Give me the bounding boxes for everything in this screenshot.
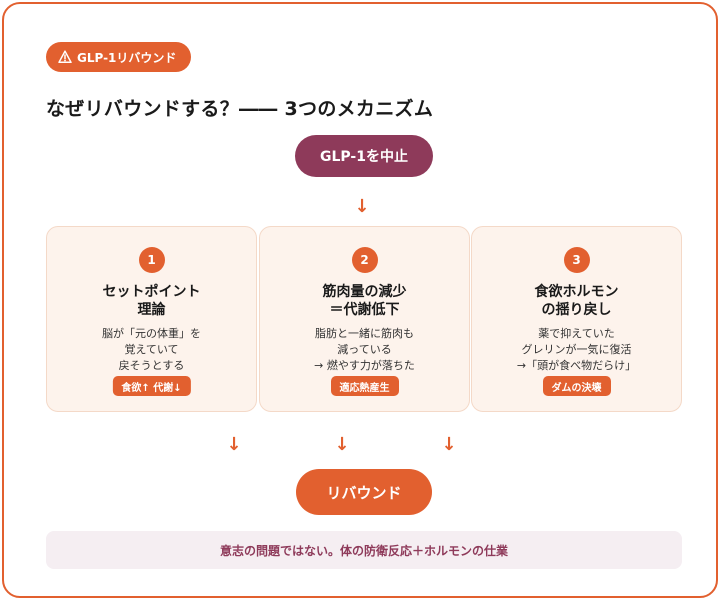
mechanism-title: 食欲ホルモン の揺り戻し <box>534 284 619 318</box>
mechanism-title: セットポイント 理論 <box>102 284 201 318</box>
mechanism-badge: ダムの決壊 <box>542 376 611 396</box>
mechanism-card-1: 1 セットポイント 理論 脳が「元の体重」を 覚えていて 戻そうとする 食欲↑ … <box>46 226 257 412</box>
step-number: 3 <box>563 247 590 273</box>
mechanism-badge: 食欲↑ 代謝↓ <box>112 376 191 396</box>
step-number: 1 <box>138 247 165 273</box>
step-number: 2 <box>351 247 378 273</box>
mechanism-description: 薬で抑えていた グレリンが一気に復活 →「頭が食べ物だらけ」 <box>516 327 637 372</box>
down-arrow-icon: ↓ <box>441 434 457 455</box>
mechanism-title: 筋肉量の減少 ＝代謝低下 <box>322 284 407 318</box>
page-title: なぜリバウンドする？―― 3つのメカニズム <box>46 98 434 120</box>
down-arrow-icon: ↓ <box>226 434 242 455</box>
down-arrow-icon: ↓ <box>354 196 370 217</box>
mechanism-card-3: 3 食欲ホルモン の揺り戻し 薬で抑えていた グレリンが一気に復活 →「頭が食べ… <box>471 226 682 412</box>
warning-icon <box>58 50 72 64</box>
mechanism-card-2: 2 筋肉量の減少 ＝代謝低下 脂肪と一緒に筋肉も 減っている → 燃やす力が落ち… <box>259 226 470 412</box>
mechanism-badge: 適応熱産生 <box>330 376 399 396</box>
mechanism-description: 脂肪と一緒に筋肉も 減っている → 燃やす力が落ちた <box>314 327 415 372</box>
topic-tag: GLP-1リバウンド <box>46 42 192 72</box>
end-node: リバウンド <box>296 469 432 515</box>
start-node: GLP-1を中止 <box>295 135 433 177</box>
topic-tag-label: GLP-1リバウンド <box>77 50 177 65</box>
conclusion-banner: 意志の問題ではない。体の防衛反応＋ホルモンの仕業 <box>46 531 682 569</box>
mechanism-description: 脳が「元の体重」を 覚えていて 戻そうとする <box>102 327 201 372</box>
down-arrow-icon: ↓ <box>334 434 350 455</box>
